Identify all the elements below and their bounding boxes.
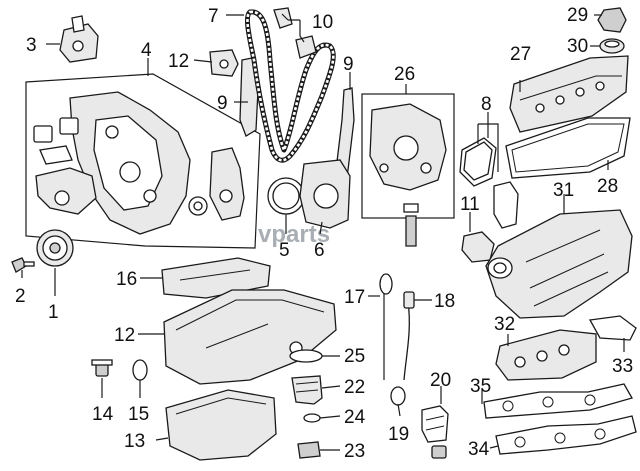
callout-34: 34 [468, 439, 490, 460]
part-18-dipstick [379, 273, 393, 380]
part-2-pulley-bolt [11, 257, 35, 273]
part-26-oil-pump [369, 103, 447, 247]
callout-31: 31 [553, 180, 574, 201]
part-3-bracket [59, 15, 99, 63]
callout-9-left: 9 [217, 93, 228, 114]
callout-27: 27 [510, 44, 531, 65]
callout-13: 12 [114, 325, 135, 346]
callout-18: 17 [344, 287, 365, 308]
part-28-cover-gasket [505, 117, 631, 179]
part-22-filter-housing [291, 375, 323, 405]
part-8-gasket [459, 137, 519, 229]
part-33-gasket [588, 315, 637, 341]
callout-29: 29 [567, 5, 588, 26]
callout-6: 6 [314, 240, 325, 261]
part-31-intake-manifold [485, 209, 633, 319]
callout-1: 1 [48, 302, 59, 323]
callout-10: 10 [312, 12, 333, 33]
part-12-tensioner [209, 49, 239, 77]
callout-14: 13 [124, 431, 145, 452]
callout-33: 33 [612, 356, 633, 377]
callout-19: 18 [434, 291, 455, 312]
callout-numbers: 3 4 1 2 7 10 12 9 9 5 6 26 8 11 27 28 29… [15, 5, 633, 462]
callout-35: 35 [470, 376, 491, 397]
callout-26: 26 [394, 64, 415, 85]
callout-25: 25 [344, 346, 365, 367]
part-13-upper-oil-pan [163, 289, 337, 385]
watermark-logo: vparts [258, 221, 330, 248]
part-25-o-ring [289, 349, 323, 363]
part-35-gasket [483, 383, 633, 419]
callout-24: 24 [344, 407, 366, 428]
callout-32: 32 [494, 314, 515, 335]
part-32-lower-intake [495, 329, 597, 381]
part-29-cap [597, 7, 627, 33]
part-10-chain-tensioner [273, 7, 317, 59]
part-23-cap [297, 441, 321, 459]
callout-16: 15 [128, 404, 149, 425]
part-14-lower-oil-pan [165, 389, 277, 461]
part-30-seal-ring [599, 38, 625, 54]
part-19-dipstick-tube [403, 291, 415, 381]
part-27-valve-cover [509, 55, 629, 133]
part-24-washer [303, 413, 321, 423]
callout-28: 28 [597, 176, 618, 197]
part-11-housing [461, 231, 495, 263]
callout-11: 11 [460, 194, 480, 215]
part-1-crank-pulley [36, 229, 74, 267]
part-21-oil-filter [421, 405, 449, 459]
callout-12: 12 [168, 51, 189, 72]
part-7-timing-chain [245, 9, 336, 163]
callout-8: 8 [481, 94, 492, 115]
callout-23: 23 [344, 441, 365, 462]
leader-lines [21, 13, 625, 451]
part-16-plug-gasket [132, 359, 148, 381]
callout-5: 5 [279, 240, 290, 261]
callout-9-right: 9 [343, 54, 354, 75]
callout-7: 7 [208, 6, 219, 27]
part-17-baffle [161, 257, 271, 299]
part-6-rear-cover [299, 159, 351, 229]
part-15-drain-plug [91, 359, 113, 377]
callout-17: 16 [116, 269, 137, 290]
callout-30: 30 [567, 36, 588, 57]
callout-3: 3 [26, 35, 37, 56]
callout-2: 2 [15, 286, 26, 307]
part-34-gasket [495, 415, 637, 455]
callout-22: 22 [344, 377, 365, 398]
timing-cover-group-box [25, 73, 261, 249]
part-5-oil-seal [267, 177, 305, 215]
callout-4: 4 [141, 40, 152, 61]
part-20-o-ring [390, 386, 406, 406]
callout-20: 19 [388, 424, 409, 445]
part-4-timing-cover [33, 91, 245, 235]
callout-21: 20 [430, 370, 451, 391]
callout-15: 14 [92, 404, 114, 425]
